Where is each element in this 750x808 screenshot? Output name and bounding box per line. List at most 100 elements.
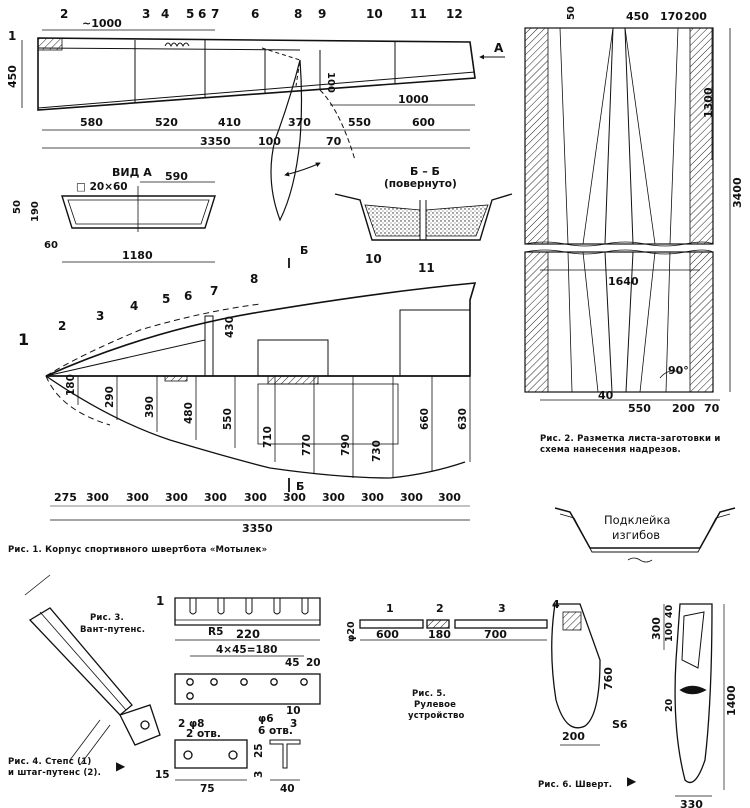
svg-text:300: 300 xyxy=(650,617,663,640)
part-label: 8 xyxy=(294,7,302,21)
svg-text:3: 3 xyxy=(498,602,506,615)
svg-text:700: 700 xyxy=(484,628,507,641)
side-heights: 180 290 390 480 550 430 710 770 790 730 … xyxy=(65,316,469,462)
svg-text:730: 730 xyxy=(371,440,383,462)
reinforcement-labels: Подклейка изгибов xyxy=(604,513,670,542)
section-title: Б – Б xyxy=(410,165,440,178)
caption-fig3-line2: Вант-путенс. xyxy=(80,625,146,635)
svg-text:300: 300 xyxy=(126,491,149,504)
svg-text:600: 600 xyxy=(376,628,399,641)
svg-text:4×45=180: 4×45=180 xyxy=(216,644,277,656)
svg-text:390: 390 xyxy=(144,396,156,418)
caption-fig2-line1: Рис. 2. Разметка листа-заготовки и xyxy=(540,434,721,444)
arrow-right-icon: ▶ xyxy=(627,774,637,788)
fig2-sheet xyxy=(524,27,731,401)
dim-410: 410 xyxy=(218,116,241,129)
svg-text:15: 15 xyxy=(155,769,170,781)
dim-520: 520 xyxy=(155,116,178,129)
section-subtitle: (повернуто) xyxy=(384,178,457,190)
svg-text:90°: 90° xyxy=(668,364,689,377)
fig4-mast-step xyxy=(174,597,321,781)
section-labels: Б – Б (повернуто) xyxy=(384,165,457,190)
fig1-section xyxy=(334,193,513,241)
caption-fig3-line1: Рис. 3. xyxy=(90,613,124,623)
svg-text:300: 300 xyxy=(322,491,345,504)
svg-text:300: 300 xyxy=(165,491,188,504)
svg-text:550: 550 xyxy=(628,402,651,415)
fig4-labels: 1 R5 220 4×45=180 45 20 10 φ6 6 отв. 2 φ… xyxy=(155,594,321,795)
fig3-shroud-plate xyxy=(24,574,161,766)
fig5-labels: 1 2 3 φ20 600 180 700 xyxy=(346,602,507,642)
svg-text:300: 300 xyxy=(400,491,423,504)
svg-text:4: 4 xyxy=(552,598,560,611)
part-label: 12 xyxy=(446,7,463,21)
caption-fig5-line2: Рулевое xyxy=(414,700,457,710)
fig2-labels: 50 450 170 200 1300 3400 1640 90° 40 550… xyxy=(566,6,744,415)
svg-text:290: 290 xyxy=(104,386,116,408)
svg-text:710: 710 xyxy=(262,426,274,448)
fig6-labels: 4 760 200 S6 40 300 100 20 1400 330 xyxy=(552,598,738,808)
part-label: 10 xyxy=(366,7,383,21)
part-label: 7 xyxy=(210,284,218,298)
svg-text:40: 40 xyxy=(598,389,614,402)
part-label: 1 xyxy=(18,330,29,349)
svg-text:480: 480 xyxy=(183,402,195,424)
part-label: 7 xyxy=(211,7,219,21)
svg-text:10: 10 xyxy=(286,705,301,717)
caption-fig5-line3: устройство xyxy=(408,711,465,721)
svg-text:760: 760 xyxy=(602,667,615,690)
svg-text:630: 630 xyxy=(457,408,469,430)
fig1-top-labels: 1 2 3 4 5 6 7 6 8 9 10 11 12 ~1000 580 5… xyxy=(6,7,504,148)
part-label: 6 xyxy=(198,7,206,21)
svg-text:3: 3 xyxy=(253,771,265,778)
svg-text:R5: R5 xyxy=(208,626,223,638)
svg-text:200: 200 xyxy=(684,10,707,23)
svg-text:300: 300 xyxy=(244,491,267,504)
svg-text:275: 275 xyxy=(54,491,77,504)
svg-text:70: 70 xyxy=(704,402,720,415)
dim-3350: 3350 xyxy=(200,135,231,148)
dim-100: 100 xyxy=(258,135,281,148)
view-a-title: ВИД А xyxy=(112,166,152,179)
part-label: 3 xyxy=(96,309,104,323)
dim-550: 550 xyxy=(348,116,371,129)
dim-580: 580 xyxy=(80,116,103,129)
cut-mark-top: Б xyxy=(300,244,308,257)
svg-text:2 отв.: 2 отв. xyxy=(186,728,221,740)
part-label: 1 xyxy=(156,594,164,608)
reinforcement-sketch xyxy=(554,507,736,563)
dim-100b: 100 xyxy=(325,72,336,93)
arrow-right-icon: ▶ xyxy=(116,759,126,773)
arrow-a-label: A xyxy=(494,41,504,55)
fig1-view-a xyxy=(61,181,216,263)
svg-text:1400: 1400 xyxy=(725,685,738,716)
fig1-top-view xyxy=(21,29,505,222)
svg-text:изгибов: изгибов xyxy=(612,528,660,542)
svg-text:180: 180 xyxy=(65,374,77,396)
svg-text:2 φ8: 2 φ8 xyxy=(178,718,204,730)
svg-text:50: 50 xyxy=(566,6,577,20)
dim-450: 450 xyxy=(6,65,19,88)
caption-fig6: Рис. 6. Шверт. xyxy=(538,780,613,790)
part-label: 11 xyxy=(410,7,427,21)
dim-50: 50 xyxy=(12,200,23,214)
part-label: 2 xyxy=(60,7,68,21)
svg-text:790: 790 xyxy=(340,434,352,456)
svg-text:200: 200 xyxy=(562,730,585,743)
caption-fig5-line1: Рис. 5. xyxy=(412,689,446,699)
svg-text:330: 330 xyxy=(680,798,703,808)
caption-fig4-line2: и штаг-путенс (2). xyxy=(8,768,102,778)
caption-fig2-line2: схема нанесения надрезов. xyxy=(540,445,681,455)
svg-text:300: 300 xyxy=(283,491,306,504)
dim-190: 190 xyxy=(30,201,41,222)
side-spacings: 275 300 300 300 300 300 300 300 300 300 … xyxy=(54,491,461,535)
svg-text:170: 170 xyxy=(660,10,683,23)
part-label: 1 xyxy=(8,29,16,43)
svg-text:2: 2 xyxy=(436,602,444,615)
dim-1000: 1000 xyxy=(398,93,429,106)
svg-text:430: 430 xyxy=(224,316,236,338)
svg-text:25: 25 xyxy=(253,743,265,758)
svg-text:45: 45 xyxy=(285,657,300,669)
view-a-profile: □ 20×60 xyxy=(76,181,128,193)
